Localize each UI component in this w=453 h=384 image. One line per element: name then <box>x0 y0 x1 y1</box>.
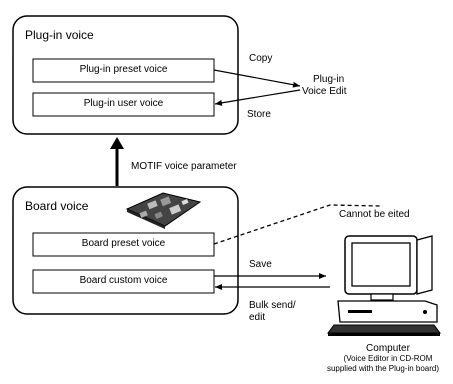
bulk-send-label-line2: edit <box>249 312 266 323</box>
store-label: Store <box>247 109 271 120</box>
computer-caption-line2: supplied with the Plug-in board) <box>326 364 440 373</box>
board-preset-voice-label: Board preset voice <box>81 238 166 249</box>
board-custom-voice-box <box>32 269 215 294</box>
save-label: Save <box>249 259 272 270</box>
store-line <box>214 89 301 106</box>
cannot-edit-label: Cannot be eited <box>339 209 410 220</box>
bulk-send-label-line1: Bulk send/ <box>249 300 296 311</box>
computer-title: Computer <box>366 343 410 354</box>
plugin-voice-edit-label-line1: Plug-in <box>313 74 345 85</box>
board-preset-voice-box <box>32 232 215 257</box>
plugin-voice-edit-label-line2: Voice Edit <box>302 86 347 97</box>
copy-line <box>213 69 301 88</box>
computer-icon <box>327 235 441 336</box>
plugin-user-voice-box <box>32 92 215 117</box>
motif-parameter-label: MOTIF voice parameter <box>131 161 237 172</box>
plugin-voice-title: Plug-in voice <box>25 28 94 42</box>
board-voice-title: Board voice <box>25 199 89 213</box>
computer-caption-line1: (Voice Editor in CD-ROM <box>343 354 433 363</box>
board-custom-voice-label: Board custom voice <box>79 275 168 286</box>
plugin-preset-voice-label: Plug-in preset voice <box>79 64 168 75</box>
circuit-board-icon <box>125 192 202 229</box>
plugin-user-voice-label: Plug-in user voice <box>83 98 164 109</box>
copy-label: Copy <box>249 53 273 64</box>
motif-parameter-arrow <box>110 137 124 186</box>
cannot-edit-dashed-line <box>213 204 381 245</box>
